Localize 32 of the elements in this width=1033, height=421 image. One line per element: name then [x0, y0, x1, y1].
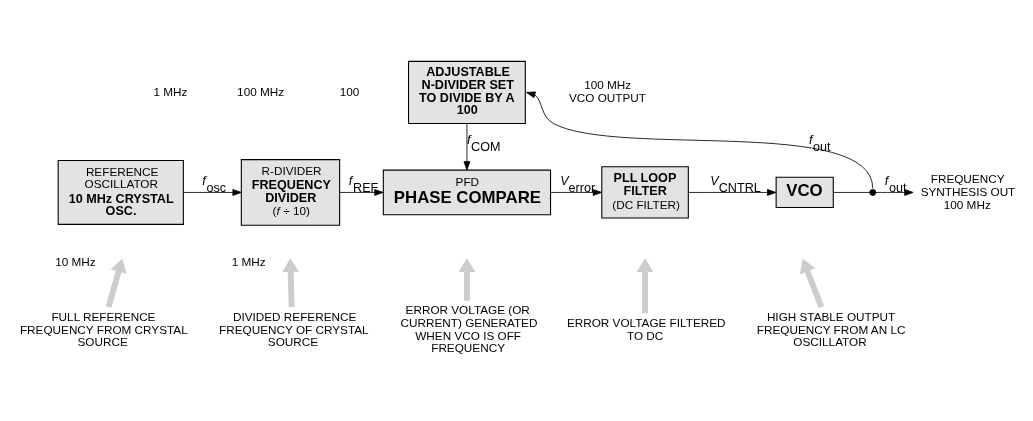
label: 100 MHz [237, 84, 285, 98]
node-text: ERROR VOLTAGE (OR CURRENT) GENERATED WHEN VCO IS OFF FREQUENCY [400, 303, 538, 355]
label: 10 MHz [55, 255, 96, 269]
arrow [550, 189, 603, 196]
arrow [339, 189, 384, 196]
arrow [688, 189, 777, 196]
arrow [463, 123, 471, 171]
arrow [875, 189, 914, 196]
arrow [105, 258, 127, 308]
label: 100 [339, 84, 360, 98]
arrow [183, 189, 242, 196]
node-box: VCO [775, 176, 834, 209]
connector [833, 192, 871, 193]
arrow [799, 258, 825, 309]
node-box: ADJUSTABLE N-DIVIDER SET TO DIVIDE BY A 100 [408, 60, 526, 125]
node-text: FREQUENCY SYNTHESIS OUT 100 MHz [920, 172, 1016, 211]
node-text: FULL REFERENCE FREQUENCY FROM CRYSTAL SOURCE [19, 310, 188, 349]
arrow [636, 258, 654, 314]
node-box: PFD PHASE COMPARE [382, 169, 552, 216]
node-circle [869, 189, 877, 196]
node-box: REFERENCE OSCILLATOR 10 MHz CRYSTAL OSC. [57, 159, 184, 225]
node-text: ERROR VOLTAGE FILTERED TO DC [566, 316, 726, 342]
node-text: DIVIDED REFERENCE FREQUENCY OF CRYSTAL SOURCE [219, 310, 369, 349]
label: 1 MHz [153, 84, 188, 98]
node-box: PLL LOOP FILTER (DC FILTER) [601, 166, 689, 219]
arrow [282, 258, 300, 308]
node-text: HIGH STABLE OUTPUT FREQUENCY FROM AN LC OSCILLATOR [756, 310, 906, 349]
node-box: R-DIVIDER FREQUENCY DIVIDER (f ÷ 10) [240, 159, 341, 226]
label: 1 MHz [231, 255, 266, 269]
arrow [526, 91, 874, 189]
arrow [458, 258, 476, 301]
label: 100 MHz VCO OUTPUT [569, 78, 647, 104]
